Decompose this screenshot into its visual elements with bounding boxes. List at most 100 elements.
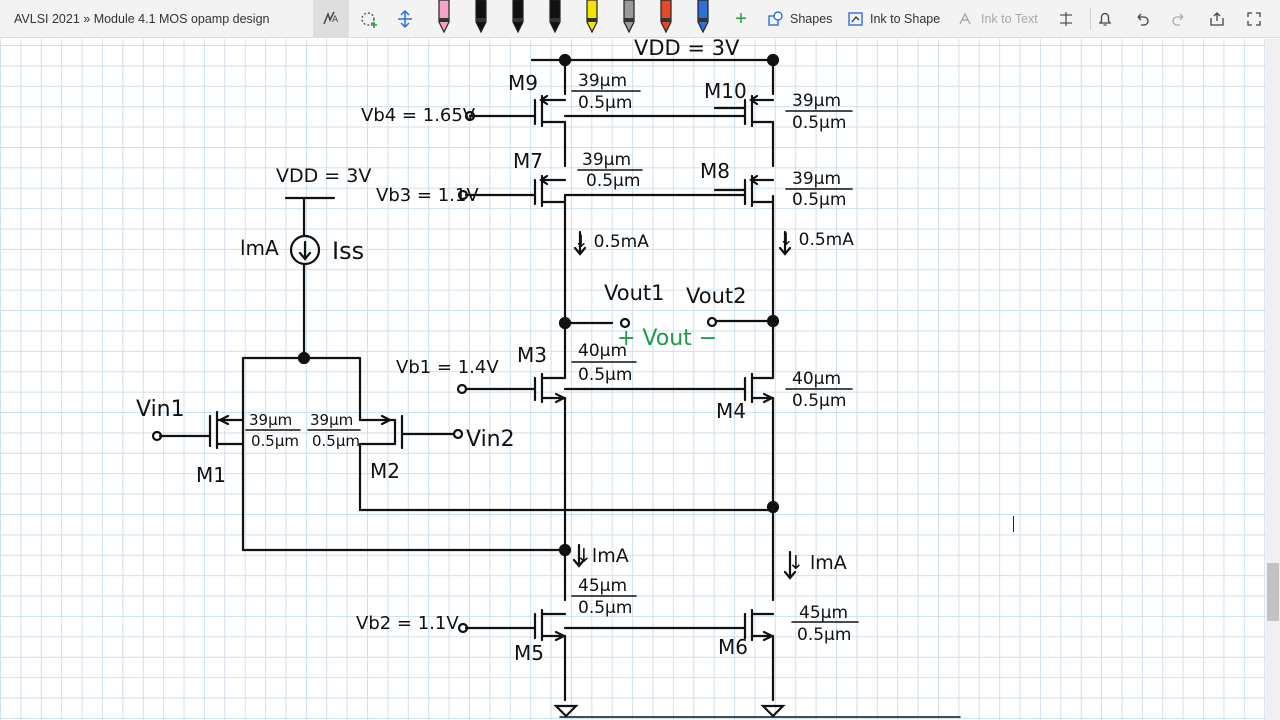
m3-w: 40µm xyxy=(578,341,627,361)
m1-w: 39µm xyxy=(249,411,292,429)
iss-name-label: Iss xyxy=(332,237,364,265)
pen-black-1-button[interactable] xyxy=(467,0,495,38)
shapes-icon xyxy=(768,11,783,26)
m5-w: 45µm xyxy=(578,576,627,596)
m3-l: 0.5µm xyxy=(578,365,632,385)
vout1-label: Vout1 xyxy=(604,281,665,305)
m1-l: 0.5µm xyxy=(251,432,299,450)
m5-l: 0.5µm xyxy=(578,598,632,618)
add-space-icon xyxy=(361,12,377,28)
vdd-left-label: VDD = 3V xyxy=(276,165,371,187)
m7-l: 0.5µm xyxy=(586,171,640,191)
current-left-top: ↓ 0.5mA xyxy=(574,232,649,252)
pen-blue-icon xyxy=(697,0,709,34)
add-space-button[interactable] xyxy=(354,0,384,38)
redo-icon xyxy=(1172,13,1184,26)
math-button[interactable] xyxy=(1053,0,1079,38)
m6-l: 0.5µm xyxy=(797,625,851,645)
pen-black-3-icon xyxy=(549,0,561,34)
vout2-label: Vout2 xyxy=(686,284,747,308)
m4-w: 40µm xyxy=(792,369,841,389)
scrollbar-thumb[interactable] xyxy=(1267,563,1279,621)
undo-button[interactable] xyxy=(1129,0,1155,38)
m7-w: 39µm xyxy=(582,150,631,170)
current-left-bottom: ↓lmA xyxy=(576,545,629,567)
vout-diff-label: + Vout − xyxy=(617,326,717,351)
highlighter-yellow-button[interactable] xyxy=(578,0,606,38)
m10-w: 39µm xyxy=(792,91,841,111)
lasso-select-icon: A xyxy=(323,11,339,25)
current-right-top: ↓ 0.5mA xyxy=(779,230,854,250)
current-right-bottom: ↓ lmA xyxy=(788,552,847,574)
full-screen-icon xyxy=(1247,12,1261,26)
m9-label: M9 xyxy=(508,71,538,95)
m10-l: 0.5µm xyxy=(792,113,846,133)
shapes-button[interactable]: Shapes xyxy=(767,0,832,38)
pen-black-3-button[interactable] xyxy=(541,0,569,38)
vb3-label: Vb3 = 1.1V xyxy=(376,185,479,206)
ink-to-shape-button[interactable]: Ink to Shape xyxy=(847,0,940,38)
m9-l: 0.5µm xyxy=(578,93,632,113)
ink-to-text-label: Ink to Text xyxy=(981,12,1038,26)
math-icon xyxy=(1060,12,1072,26)
m8-label: M8 xyxy=(700,159,730,183)
m9-w: 39µm xyxy=(578,71,627,91)
pen-pink-icon xyxy=(438,0,450,34)
highlighter-yellow-icon xyxy=(586,0,598,34)
lasso-select-button[interactable]: A xyxy=(313,0,349,38)
text-cursor xyxy=(1013,516,1014,532)
pen-black-2-button[interactable] xyxy=(504,0,532,38)
m5-label: M5 xyxy=(514,641,544,665)
m8-l: 0.5µm xyxy=(792,190,846,210)
ink-to-text-icon xyxy=(959,12,971,25)
ink-to-shape-label: Ink to Shape xyxy=(870,12,941,26)
m6-w: 45µm xyxy=(799,603,848,623)
plus-icon: + xyxy=(735,8,747,30)
drawing-canvas[interactable] xyxy=(0,39,1266,720)
m4-l: 0.5µm xyxy=(792,391,846,411)
bell-icon xyxy=(1098,12,1112,26)
share-icon xyxy=(1210,12,1224,26)
m3-label: M3 xyxy=(517,343,547,367)
add-pen-button[interactable]: + xyxy=(730,0,752,38)
pen-pink-button[interactable] xyxy=(430,0,458,38)
vdd-top-label: VDD = 3V xyxy=(634,36,740,60)
m6-label: M6 xyxy=(718,635,748,659)
m4-label: M4 xyxy=(716,399,746,423)
vertical-scrollbar[interactable] xyxy=(1266,39,1280,720)
pen-blue-button[interactable] xyxy=(689,0,717,38)
insert-space-icon xyxy=(398,9,412,29)
vb1-label: Vb1 = 1.4V xyxy=(396,357,499,378)
ink-to-text-button[interactable]: Ink to Text xyxy=(958,0,1038,38)
svg-text:A: A xyxy=(332,15,339,25)
vb4-label: Vb4 = 1.65V xyxy=(361,105,476,126)
shapes-label: Shapes xyxy=(790,12,833,26)
undo-icon xyxy=(1137,13,1149,26)
m7-label: M7 xyxy=(513,149,543,173)
full-screen-button[interactable] xyxy=(1241,0,1267,38)
insert-space-button[interactable] xyxy=(390,0,420,38)
notifications-button[interactable] xyxy=(1092,0,1118,38)
share-button[interactable] xyxy=(1204,0,1230,38)
ink-to-shape-icon xyxy=(848,12,863,26)
pen-black-1-icon xyxy=(475,0,487,34)
pen-black-2-icon xyxy=(512,0,524,34)
m2-w: 39µm xyxy=(310,411,353,429)
m2-label: M2 xyxy=(370,459,400,483)
m2-l: 0.5µm xyxy=(312,432,360,450)
pen-gray-button[interactable] xyxy=(615,0,643,38)
iss-value-label: lmA xyxy=(240,236,279,260)
breadcrumb: AVLSI 2021 » Module 4.1 MOS opamp design xyxy=(14,11,270,26)
vin1-label: Vin1 xyxy=(136,397,185,422)
pen-gray-icon xyxy=(623,0,635,34)
pen-multicolor-icon xyxy=(660,0,672,34)
toolbar: AVLSI 2021 » Module 4.1 MOS opamp design xyxy=(0,0,1280,38)
vb2-label: Vb2 = 1.1V xyxy=(356,613,459,634)
m1-label: M1 xyxy=(196,463,226,487)
m10-label: M10 xyxy=(704,79,747,103)
pen-multicolor-button[interactable] xyxy=(652,0,680,38)
vin2-label: Vin2 xyxy=(466,427,515,452)
m8-w: 39µm xyxy=(792,169,841,189)
redo-button[interactable] xyxy=(1166,0,1192,38)
